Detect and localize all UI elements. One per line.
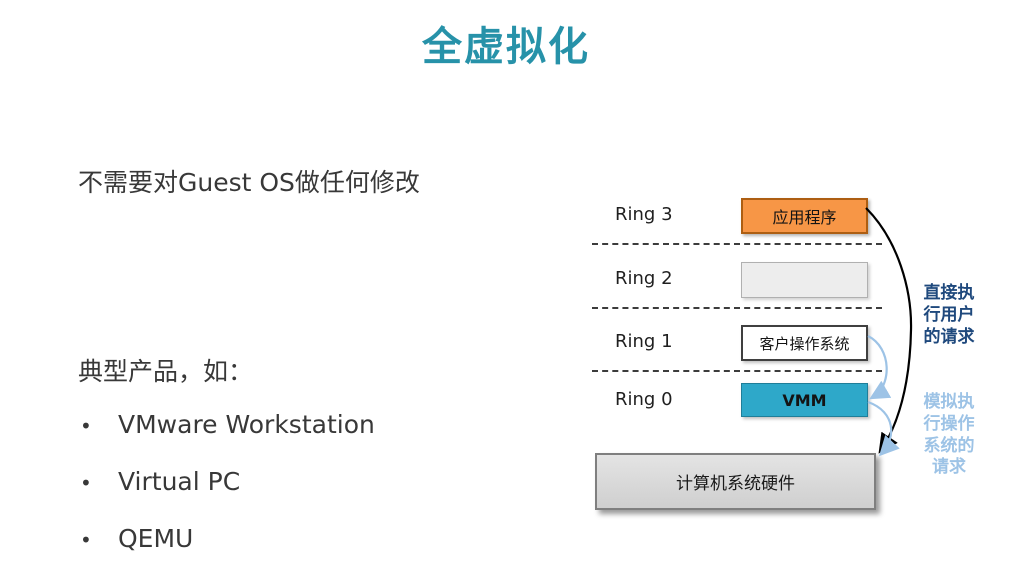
- guest-os-note: 不需要对Guest OS做任何修改: [78, 168, 420, 197]
- ring-divider: [592, 243, 882, 245]
- bullet-icon: •: [80, 528, 92, 552]
- list-item: • VMware Workstation: [80, 410, 375, 439]
- simulated-request-arrow-guest-to-vmm: [867, 335, 892, 400]
- products-heading: 典型产品，如：: [78, 357, 254, 386]
- list-item: • Virtual PC: [80, 467, 240, 496]
- bullet-icon: •: [80, 471, 92, 495]
- list-item: • QEMU: [80, 524, 193, 553]
- ring-divider: [592, 370, 882, 372]
- ring-divider: [592, 307, 882, 309]
- product-name: QEMU: [118, 524, 194, 553]
- ring-1-label: Ring 1: [615, 331, 673, 352]
- hardware-box: 计算机系统硬件: [595, 453, 876, 510]
- direct-execution-note: 直接执行用户的请求: [923, 283, 975, 347]
- product-name: Virtual PC: [118, 467, 241, 496]
- ring2-empty-box: [741, 262, 868, 298]
- simulated-request-arrow-vmm-to-hardware: [867, 400, 900, 457]
- bullet-icon: •: [80, 414, 92, 438]
- guest-os-box: 客户操作系统: [741, 325, 868, 361]
- ring-0-label: Ring 0: [615, 389, 673, 410]
- page-title: 全虚拟化: [422, 24, 590, 70]
- simulated-execution-note: 模拟执行操作系统的请求: [923, 392, 975, 478]
- ring-3-label: Ring 3: [615, 204, 673, 225]
- product-name: VMware Workstation: [118, 410, 375, 439]
- ring-2-label: Ring 2: [615, 268, 673, 289]
- vmm-box: VMM: [741, 383, 868, 417]
- application-box: 应用程序: [741, 198, 868, 234]
